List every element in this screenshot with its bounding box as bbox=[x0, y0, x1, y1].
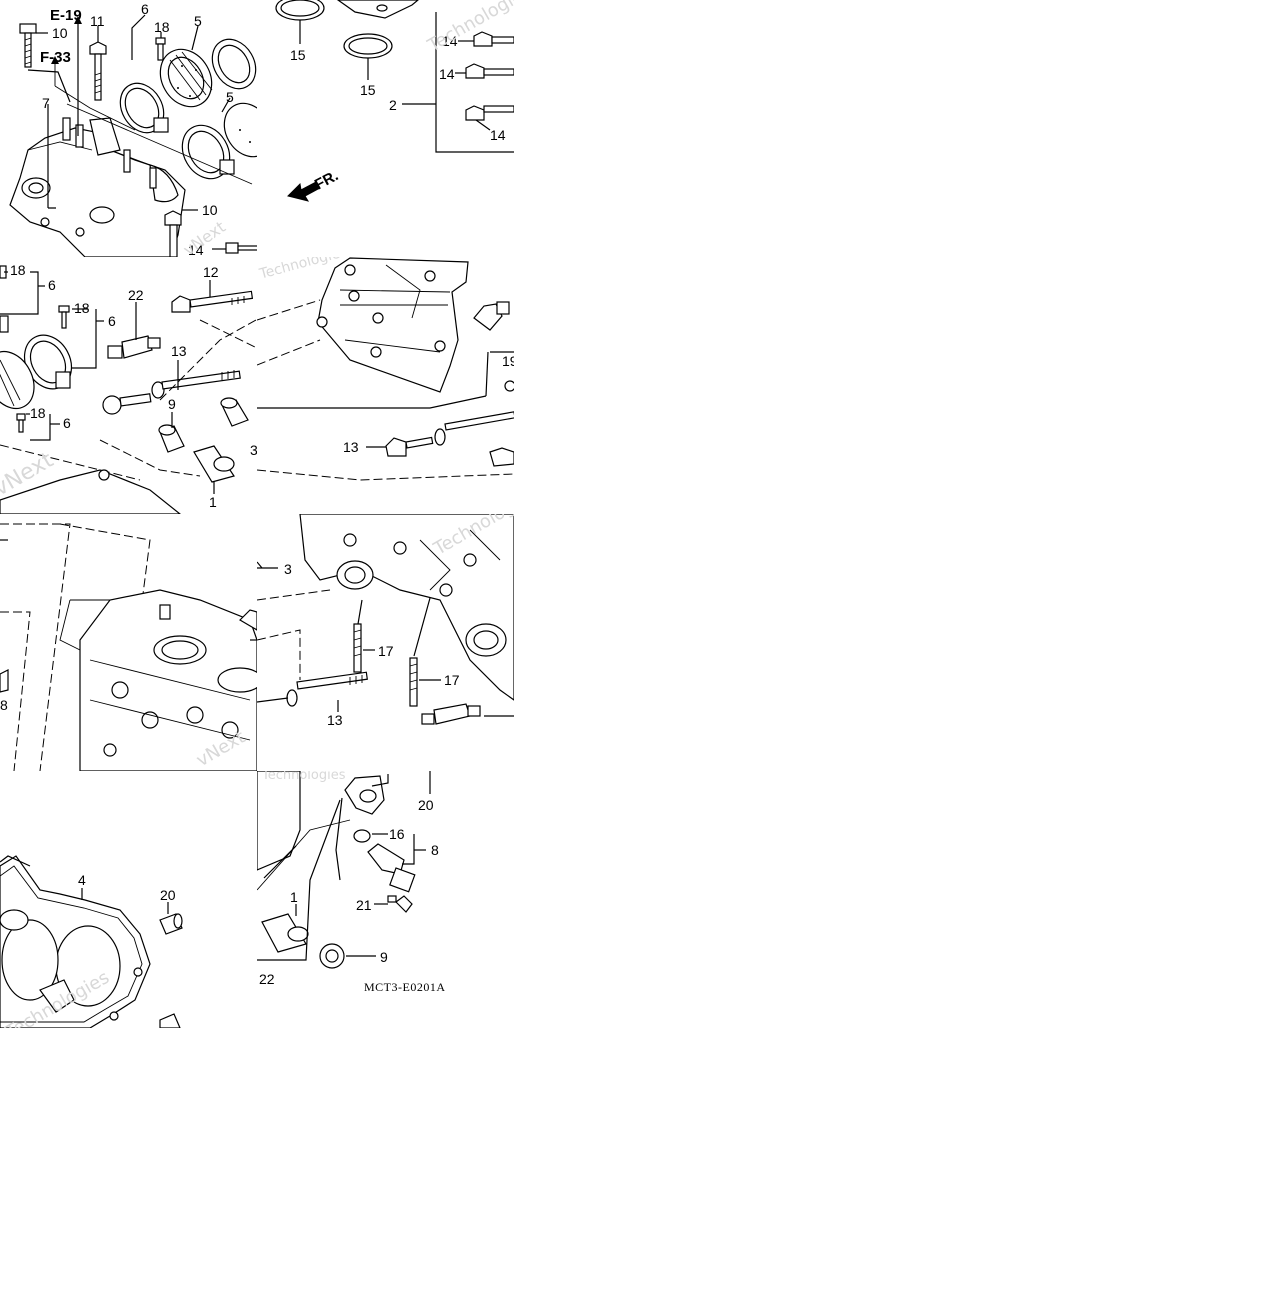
reference-e19: E-19 bbox=[50, 7, 82, 24]
callout-15: 15 bbox=[290, 47, 306, 63]
bolt-14-b bbox=[465, 63, 514, 79]
callout-4: 4 bbox=[78, 872, 86, 888]
callout-22: 22 bbox=[128, 287, 144, 303]
tile-gaskets-bolts: FR. 15 15 14 14 14 2 Technologies bbox=[275, 0, 535, 202]
callout-19: 19 bbox=[502, 353, 518, 369]
callout-6: 6 bbox=[63, 415, 71, 431]
callout-11: 11 bbox=[90, 13, 105, 29]
callout-13: 13 bbox=[327, 712, 343, 728]
callout-16: 16 bbox=[389, 826, 405, 842]
callout-14: 14 bbox=[490, 127, 506, 143]
cap-1 bbox=[261, 913, 309, 953]
callout-14: 14 bbox=[442, 33, 458, 49]
gasket-15-upper bbox=[275, 0, 325, 21]
tile-intake-manifold: E-19 F-33 10 11 6 18 5 5 7 10 14 vNext bbox=[9, 1, 257, 259]
bolt-12 bbox=[171, 290, 254, 313]
insulator-5-lower bbox=[223, 102, 257, 158]
watermark: Technologies bbox=[423, 0, 535, 57]
front-direction-arrow: FR. bbox=[287, 167, 341, 202]
callout-2: 2 bbox=[389, 97, 397, 113]
bolt-13 bbox=[286, 671, 368, 707]
spark-plug bbox=[421, 703, 481, 725]
tile-sensor-caps: 20 16 8 21 1 9 22 MCT3-E0201A Technologi… bbox=[257, 768, 446, 994]
callout-18: 18 bbox=[10, 262, 26, 278]
bolt-14-a bbox=[473, 31, 514, 47]
hose-clamp-6 bbox=[23, 334, 73, 390]
hose-clamp-6 bbox=[119, 82, 169, 134]
callout-14: 14 bbox=[188, 242, 204, 258]
callout-5: 5 bbox=[226, 89, 234, 105]
callout-15: 15 bbox=[360, 82, 376, 98]
bolt-13 bbox=[102, 370, 241, 415]
dowel-pin-20 bbox=[159, 913, 183, 935]
reference-f33: F-33 bbox=[40, 49, 71, 66]
sensor-8 bbox=[367, 843, 416, 893]
tile-bolts-caps: 18 6 18 6 18 6 22 12 13 9 3 1 vNext bbox=[0, 262, 258, 514]
tile-cylinder-head-top: 19 13 Technologies bbox=[257, 257, 518, 481]
gasket-15-lower bbox=[343, 33, 393, 59]
callout-6: 6 bbox=[108, 313, 116, 329]
bolt-10-upper bbox=[19, 23, 37, 68]
part-code-label: MCT3-E0201A bbox=[364, 980, 446, 994]
callout-20: 20 bbox=[418, 797, 434, 813]
callout-9: 9 bbox=[168, 396, 176, 412]
cap-9 bbox=[319, 943, 345, 969]
callout-1: 1 bbox=[290, 889, 298, 905]
callout-22: 22 bbox=[259, 971, 275, 987]
callout-20: 20 bbox=[160, 887, 176, 903]
callout-3: 3 bbox=[250, 442, 258, 458]
callout-6: 6 bbox=[48, 277, 56, 293]
o-ring-16 bbox=[353, 829, 371, 843]
callout-17: 17 bbox=[378, 643, 394, 659]
head-gasket-4 bbox=[0, 855, 151, 1028]
callout-7: 7 bbox=[42, 95, 50, 111]
cap-9 bbox=[158, 424, 185, 453]
callout-3: 3 bbox=[284, 561, 292, 577]
watermark: Technologies bbox=[261, 768, 346, 783]
callout-12: 12 bbox=[203, 264, 219, 280]
insulator-5-upper bbox=[159, 48, 213, 108]
bolt-11 bbox=[89, 41, 107, 101]
tile-cylinder-head-right: 3 17 17 13 Technologies bbox=[257, 514, 514, 728]
callout-18: 18 bbox=[154, 19, 170, 35]
bolt-14-c bbox=[465, 105, 514, 121]
spark-plug-22 bbox=[107, 335, 161, 359]
callout-6: 6 bbox=[141, 1, 149, 17]
callout-9: 9 bbox=[380, 949, 388, 965]
callout-21: 21 bbox=[356, 897, 372, 913]
cylinder-head-upper bbox=[317, 257, 469, 393]
stud-17-a bbox=[353, 623, 362, 673]
callout-10: 10 bbox=[52, 25, 68, 41]
callout-8: 8 bbox=[431, 842, 439, 858]
stud-17-b bbox=[409, 657, 418, 707]
screw-18 bbox=[58, 305, 70, 329]
callout-17: 17 bbox=[444, 672, 460, 688]
callout-18: 18 bbox=[30, 405, 46, 421]
callout-14: 14 bbox=[439, 66, 455, 82]
callout-8: 8 bbox=[0, 697, 8, 713]
bolt-13 bbox=[385, 411, 514, 457]
callout-18: 18 bbox=[74, 300, 90, 316]
tile-head-gasket: 4 20 Technologies bbox=[0, 855, 183, 1028]
watermark: vNext bbox=[180, 217, 229, 259]
svg-text:vNext: vNext bbox=[180, 217, 229, 259]
screw-21 bbox=[387, 895, 413, 913]
callout-13: 13 bbox=[171, 343, 187, 359]
tile-cylinder-head-left: 8 vNext bbox=[0, 523, 257, 771]
callout-1: 1 bbox=[209, 494, 217, 510]
callout-5: 5 bbox=[194, 13, 202, 29]
callout-13: 13 bbox=[343, 439, 359, 455]
callout-10: 10 bbox=[202, 202, 218, 218]
cap-1 bbox=[193, 445, 235, 483]
bolt-10-lower bbox=[164, 210, 182, 257]
